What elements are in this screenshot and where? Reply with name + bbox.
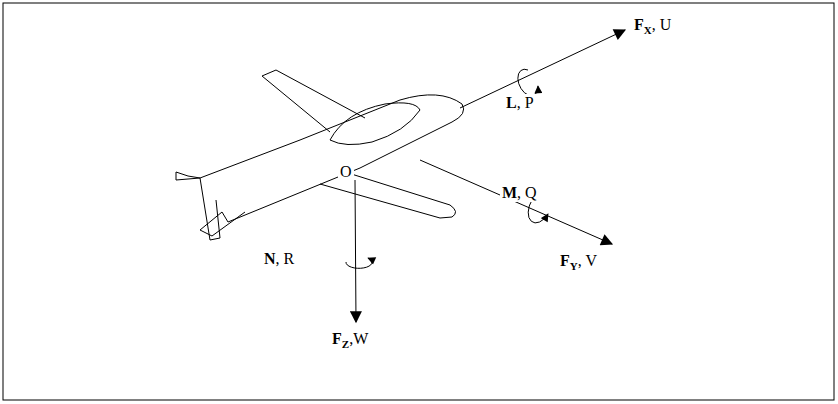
yaw-arrow [346,258,372,268]
airplane [176,70,464,240]
rotation-arrows [346,69,548,268]
force-moment-label: M, Q [500,184,539,202]
z-axis [355,180,356,322]
pitch-arrow [528,200,548,223]
x-axis [460,30,625,108]
roll-arrow [518,69,538,95]
body-axes [355,30,625,322]
force-moment-label: N, R [262,250,296,268]
y-axis [420,160,612,244]
force-moment-label: FZ,W [330,330,370,351]
origin-label: O [338,163,354,181]
force-moment-label: FY, V [558,252,599,273]
frame [3,3,834,400]
force-moment-label: FX, U [632,16,673,37]
force-moment-label: L, P [504,94,536,112]
